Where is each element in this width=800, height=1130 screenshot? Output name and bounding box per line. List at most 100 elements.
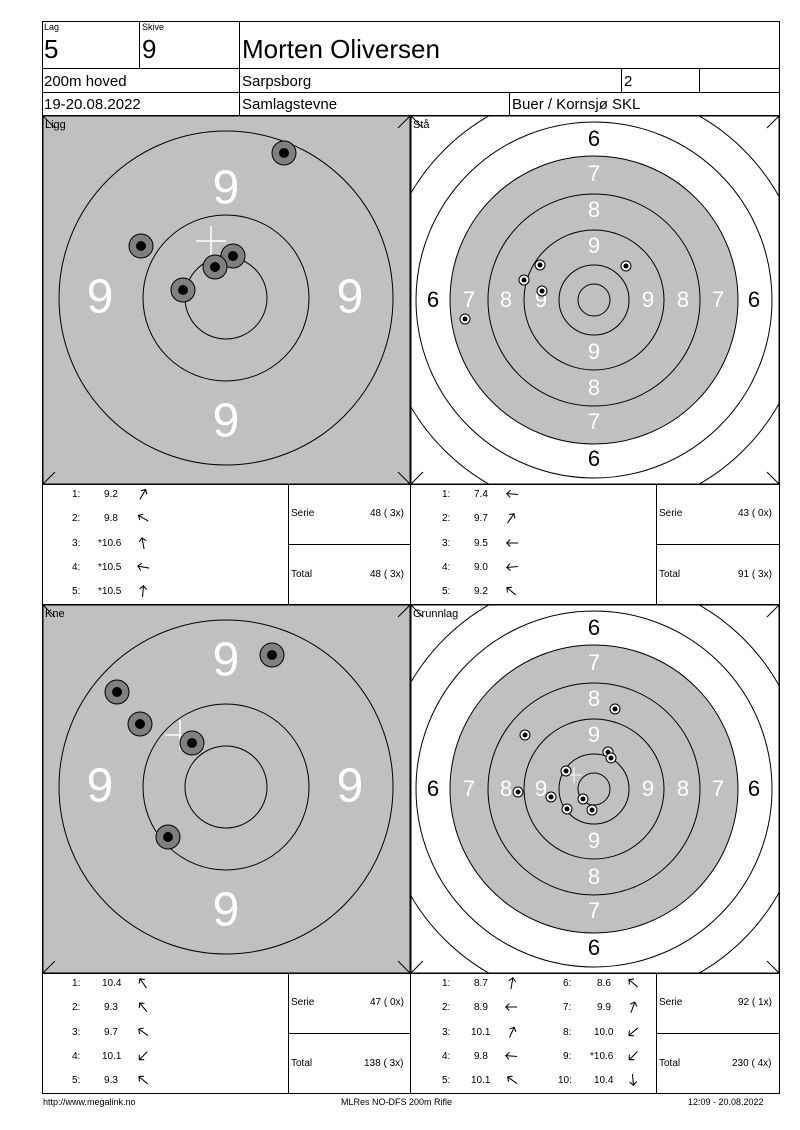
grunnlag-label-7-left: 7: [463, 776, 475, 801]
shot-number: 4:: [442, 562, 451, 573]
grunnlag-label-9-left: 9: [535, 776, 547, 801]
skive-label: Skive: [142, 22, 165, 32]
program-name: 200m hoved: [44, 73, 127, 90]
shot-score: 9.5: [474, 538, 488, 549]
sta-label-8-right: 8: [677, 287, 689, 312]
arrow-down-left-icon: [626, 1025, 640, 1039]
ligg-corner-tick: [397, 471, 410, 484]
shot-score: 10.0: [594, 1027, 614, 1038]
kne-corner-tick: [397, 605, 410, 618]
arrow-up-icon: [138, 584, 148, 598]
shot-score: 9.3: [104, 1002, 118, 1013]
arrow-up-right-icon: [136, 487, 150, 501]
kne-ring-label-bottom: 9: [213, 884, 240, 937]
sta-target: 6 6 6 6 7 7 7 7 8 8 8 8 9 9 9 9 Stå: [411, 116, 779, 484]
shot-number: 4:: [72, 562, 81, 573]
shot-score: 8.6: [597, 978, 611, 989]
shot-center: [589, 807, 595, 813]
grunnlag-corner-tick: [766, 960, 779, 973]
shot-center: [187, 738, 197, 748]
sta-title: Stå: [413, 119, 430, 131]
shot-center: [178, 285, 188, 295]
shot-number: 3:: [72, 1027, 81, 1038]
footer-url[interactable]: http://www.megalink.no: [43, 1097, 136, 1107]
shot-center: [279, 148, 289, 158]
arrow-up-left-icon: [136, 1073, 150, 1087]
shot-center: [537, 262, 543, 268]
sta-label-9-right: 9: [642, 287, 654, 312]
shot-row: 5:: [72, 586, 80, 597]
serie-label: Serie: [659, 508, 683, 519]
kne-ring-label-left: 9: [87, 760, 114, 813]
arrow-up-left-icon: [505, 1073, 519, 1087]
ligg-ring-label-left: 9: [87, 271, 114, 324]
sta-label-6-top: 6: [588, 126, 600, 151]
shot-number: 2:: [72, 513, 81, 524]
total-label: Total: [291, 1058, 313, 1069]
kne-ring-label-top: 9: [213, 634, 240, 687]
sta-label-7-top: 7: [588, 161, 600, 186]
shot-score: 9.2: [474, 586, 488, 597]
shot-score: 10.1: [102, 1051, 122, 1062]
serie-value: 92 ( 1x): [738, 997, 772, 1008]
shot-number: 3:: [442, 1027, 451, 1038]
kne-corner-tick: [397, 960, 410, 973]
shot-number: 2:: [442, 513, 451, 524]
event-date: 19-20.08.2022: [44, 96, 141, 113]
shot-number: 2:: [442, 1002, 451, 1013]
sta-ring-6: [415, 121, 773, 479]
grunnlag-label-8-bottom: 8: [588, 864, 600, 889]
shooter-name: Morten Oliversen: [242, 34, 440, 64]
serie-value: 47 ( 0x): [370, 997, 404, 1008]
grunnlag-label-7-bottom: 7: [588, 898, 600, 923]
grunnlag-corner-tick: [411, 960, 424, 973]
grunnlag-label-9-bottom: 9: [588, 828, 600, 853]
shot-score: 9.9: [597, 1002, 611, 1013]
arrow-up-right-icon: [505, 1025, 518, 1039]
grunnlag-ring-10: [558, 753, 630, 825]
grunnlag-ring-6: [415, 610, 773, 968]
sta-corner-tick: [766, 471, 779, 484]
lag-value: 5: [44, 34, 59, 64]
total-value: 138 ( 3x): [364, 1058, 404, 1069]
shot-score: *10.6: [98, 538, 122, 549]
shot-score: 10.4: [594, 1075, 614, 1086]
kne-corner-tick: [43, 605, 56, 618]
sta-label-7-bottom: 7: [588, 409, 600, 434]
grunnlag-ring-7: [449, 644, 739, 934]
ligg-target-background: [43, 116, 410, 484]
serie-label: Serie: [291, 508, 315, 519]
ligg-corner-tick: [397, 116, 410, 129]
shot-score: 9.2: [104, 489, 118, 500]
serie-label: Serie: [291, 997, 315, 1008]
shot-center: [521, 277, 527, 283]
shot-number: 5:: [72, 586, 81, 597]
sta-label-8-top: 8: [588, 197, 600, 222]
arrow-left-icon: [505, 1002, 518, 1012]
arrow-left-icon: [505, 562, 520, 572]
sta-ring-9: [523, 229, 665, 371]
grunnlag-label-9-right: 9: [642, 776, 654, 801]
sta-corner-tick: [411, 116, 424, 129]
grunnlag-label-8-left: 8: [500, 776, 512, 801]
shot-center: [623, 263, 629, 269]
shot-score: 9.8: [474, 1051, 488, 1062]
sta-label-8-bottom: 8: [588, 375, 600, 400]
class-value: 2: [624, 73, 633, 90]
sta-label-7-right: 7: [712, 287, 724, 312]
shot-center: [539, 288, 545, 294]
arrow-left-icon: [504, 1051, 519, 1061]
kne-corner-tick: [43, 960, 56, 973]
shot-score: 7.4: [474, 489, 488, 500]
sta-ring-inner: [577, 283, 611, 317]
shot-row: 2:: [72, 513, 80, 524]
arrow-down-left-icon: [136, 1049, 150, 1063]
grunnlag-label-8-right: 8: [677, 776, 689, 801]
shot-number: 4:: [72, 1051, 81, 1062]
total-label: Total: [291, 569, 313, 580]
sta-ring-8: [487, 193, 701, 407]
shot-score: *10.5: [98, 586, 122, 597]
ligg-ring-label-top: 9: [213, 162, 240, 215]
shot-score: 9.8: [104, 513, 118, 524]
shot-score: 9.7: [104, 1027, 118, 1038]
